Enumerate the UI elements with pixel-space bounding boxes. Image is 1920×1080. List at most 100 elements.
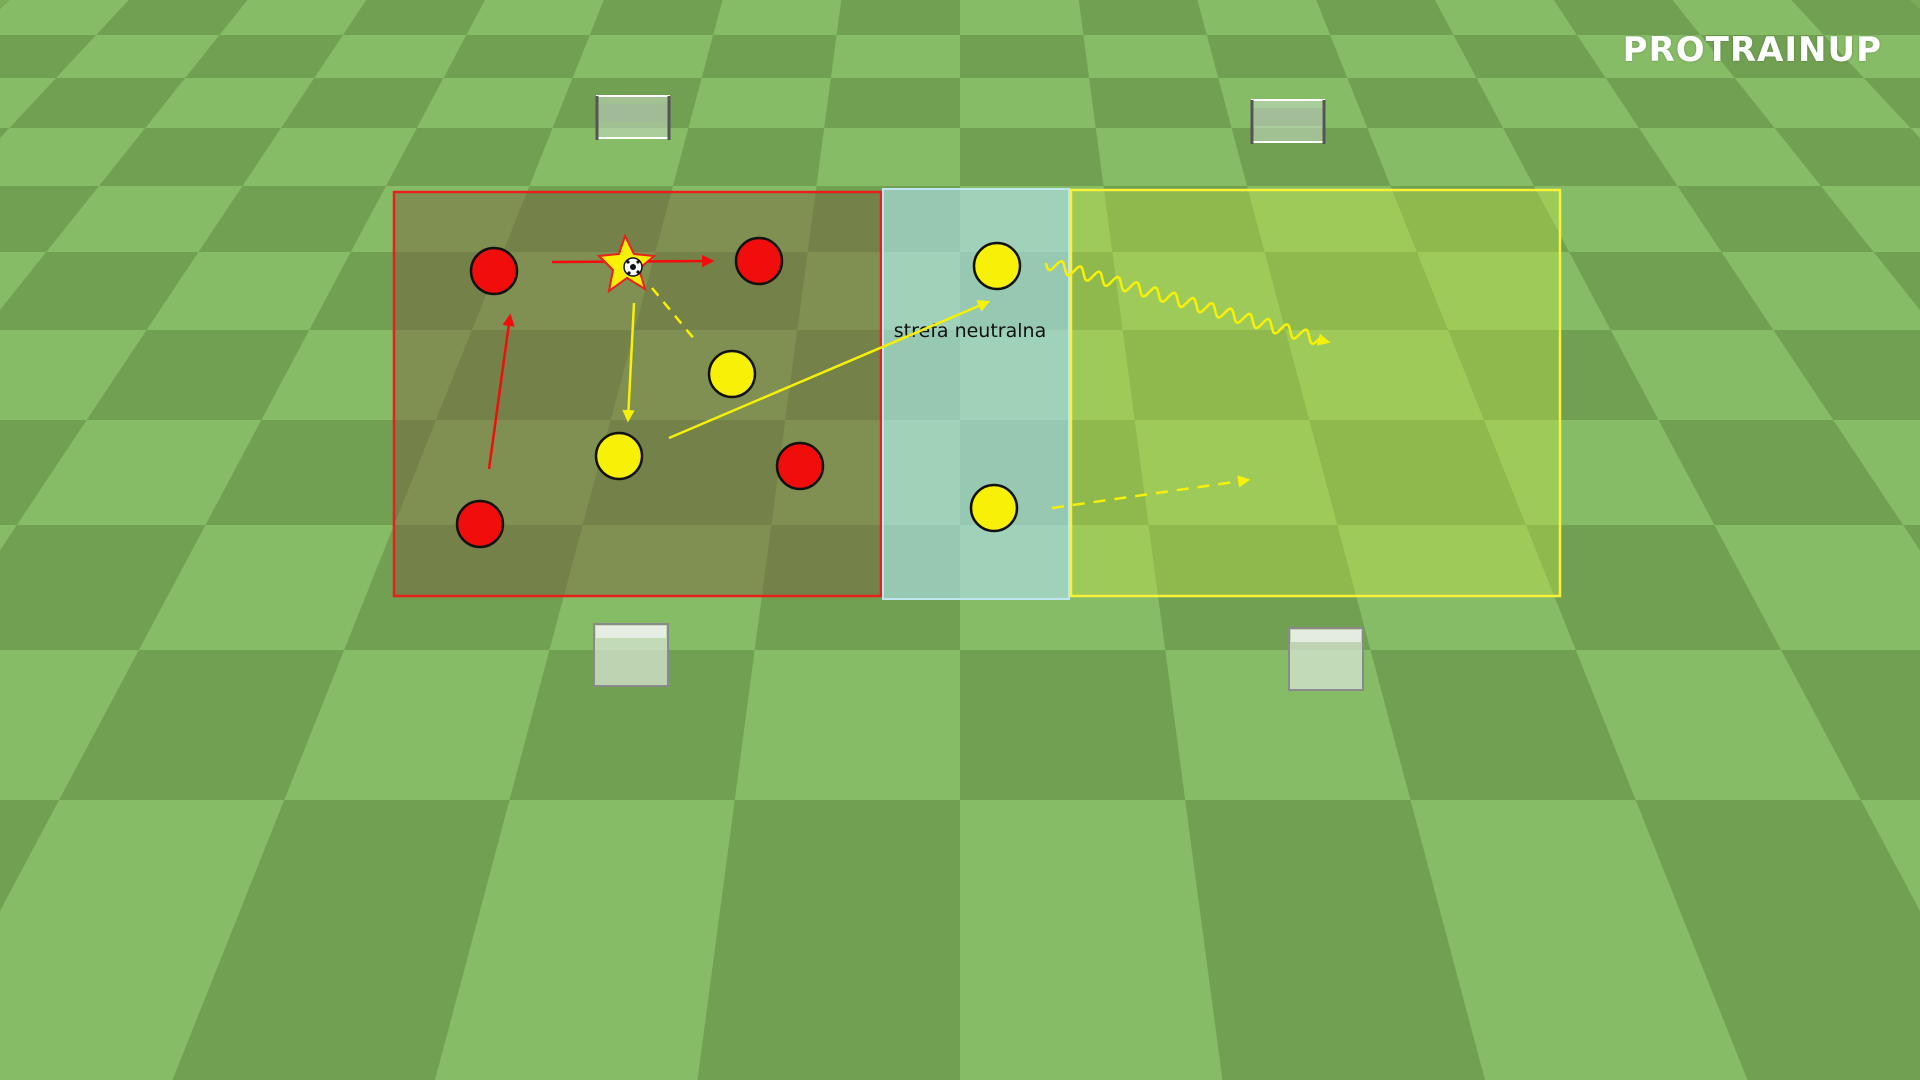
- grass-tile: [185, 35, 343, 78]
- grass-tile: [1337, 525, 1576, 650]
- grass-tile: [1078, 0, 1207, 35]
- grass-tile: [734, 650, 960, 800]
- grass-tile: [1247, 186, 1417, 252]
- grass-tile: [1197, 0, 1331, 35]
- grass-tile: [59, 650, 345, 800]
- grass-tile: [1714, 525, 1920, 650]
- grass-tile: [503, 186, 673, 252]
- grass-tile: [1672, 0, 1824, 35]
- grass-tile: [0, 78, 57, 128]
- grass-tile: [1112, 252, 1286, 330]
- grass-tile: [960, 650, 1186, 800]
- grass-tile: [1416, 252, 1611, 330]
- yellow-player: [972, 241, 1022, 291]
- grass-tile: [1910, 128, 1920, 139]
- grass-tile: [9, 78, 186, 128]
- grass-tile: [350, 186, 530, 252]
- grass-tile: [0, 525, 206, 650]
- grass-tile: [1610, 330, 1834, 420]
- grass-tile: [1569, 252, 1774, 330]
- grass-tile: [1264, 252, 1448, 330]
- grass-tile: [0, 128, 146, 186]
- grass-tile: [688, 78, 831, 128]
- red-player: [469, 246, 519, 296]
- grass-tile: [1873, 252, 1920, 310]
- grass-tile: [1700, 35, 1864, 78]
- grass-tile: [960, 35, 1090, 78]
- grass-tile: [1503, 128, 1678, 186]
- grass-tile: [1821, 186, 1920, 252]
- grass-tile: [443, 35, 590, 78]
- grass-tile: [56, 35, 220, 78]
- grass-tile: [1453, 35, 1606, 78]
- grass-tile: [0, 800, 60, 911]
- grass-tile: [1448, 330, 1659, 420]
- mini-goal-icon: [1250, 99, 1326, 144]
- grass-tile: [1635, 800, 1920, 1080]
- grass-tile: [0, 420, 87, 525]
- grass-tile: [172, 800, 510, 1080]
- grass-tile: [416, 78, 573, 128]
- grass-tile: [836, 0, 960, 35]
- red-player: [734, 236, 784, 286]
- grass-tile: [610, 330, 798, 420]
- yellow-player: [707, 349, 757, 399]
- grass-tile: [960, 800, 1223, 1080]
- grass-tile: [219, 0, 367, 35]
- grass-tile: [1309, 420, 1526, 525]
- grass-tile: [701, 35, 837, 78]
- grass-tile: [1638, 128, 1821, 186]
- grass-tile: [655, 186, 817, 252]
- brand-logo: PROTRAINUP: [1622, 30, 1882, 70]
- grass-tile: [1734, 78, 1911, 128]
- grass-tile: [198, 186, 386, 252]
- grass-tile: [436, 330, 635, 420]
- grass-tile: [549, 525, 772, 650]
- grass-tile: [1370, 650, 1636, 800]
- grass-tile: [830, 35, 960, 78]
- grass-tile: [284, 650, 550, 800]
- yellow-dribble-arrow: [1044, 259, 1331, 346]
- grass-tile: [146, 252, 351, 330]
- neutral-zone-label: strefa neutralna: [894, 320, 1046, 342]
- grass-tile: [1185, 800, 1485, 1080]
- yellow-pressing-dashed: [651, 287, 696, 341]
- grass-tile: [1833, 420, 1920, 525]
- red-player: [775, 441, 825, 491]
- grass-tile: [16, 420, 262, 525]
- grass-tile: [138, 525, 395, 650]
- yellow-player: [594, 431, 644, 481]
- grass-tile: [1721, 252, 1920, 330]
- grass-tile: [1095, 128, 1247, 186]
- grass-tile: [99, 128, 282, 186]
- grass-tile: [344, 525, 583, 650]
- grass-tile: [1206, 35, 1348, 78]
- grass-tile: [1605, 78, 1775, 128]
- grass-tile: [0, 252, 199, 330]
- grass-tile: [0, 35, 97, 78]
- grass-tile: [529, 128, 689, 186]
- grass-tile: [281, 78, 444, 128]
- grass-tile: [509, 650, 755, 800]
- grass-tile: [96, 0, 248, 35]
- yellow-long-pass-arrow: [668, 300, 991, 440]
- grass-tile: [343, 0, 485, 35]
- grass-tile: [1435, 0, 1577, 35]
- grass-tile: [572, 35, 714, 78]
- grass-tile: [0, 800, 285, 1080]
- grass-tile: [386, 128, 553, 186]
- grass-tile: [145, 78, 315, 128]
- grass-tile: [1791, 0, 1920, 35]
- grass-tile: [960, 78, 1096, 128]
- grass-tile: [1677, 186, 1874, 252]
- grass-tile: [261, 330, 472, 420]
- grass-tile: [1367, 128, 1534, 186]
- grass-tile: [0, 128, 10, 139]
- grass-tile: [1347, 78, 1504, 128]
- grass-tile: [309, 252, 504, 330]
- grass-tile: [1083, 35, 1219, 78]
- grass-tile: [1575, 650, 1861, 800]
- grass-tile: [0, 186, 99, 252]
- mini-goal-icon: [595, 95, 671, 140]
